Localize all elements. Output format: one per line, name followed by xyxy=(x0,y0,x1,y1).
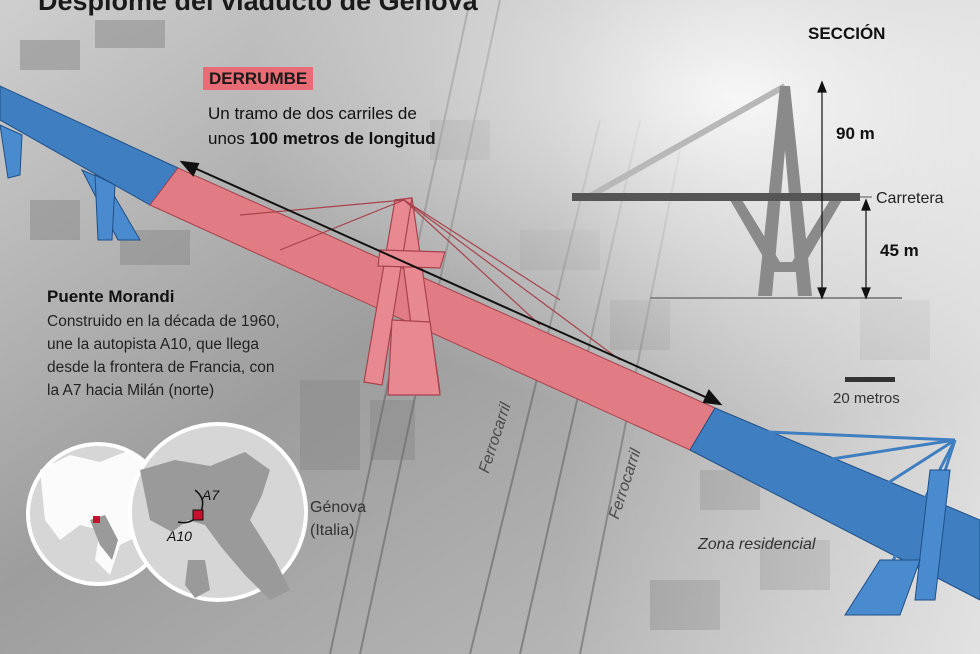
pier-left xyxy=(0,124,141,241)
road-deck xyxy=(572,193,860,201)
deck-right-intact xyxy=(689,407,980,601)
scale-label: 20 metros xyxy=(833,390,900,407)
bridge-desc-line: une la autopista A10, que llega xyxy=(47,336,260,353)
height-road-label: 45 m xyxy=(880,241,919,260)
collapse-line-1: Un tramo de dos carriles de xyxy=(208,104,417,123)
dimension-90 xyxy=(817,80,827,300)
bridge-name: Puente Morandi xyxy=(47,287,175,306)
cable-stay xyxy=(588,83,787,199)
bridge-desc-line: la A7 hacia Milán (norte) xyxy=(47,382,215,399)
city-name: Génova xyxy=(310,499,367,516)
road-label: Carretera xyxy=(876,190,944,207)
city-label: Génova (Italia) xyxy=(310,496,366,542)
page-title: Desplome del viaducto de Génova xyxy=(38,0,478,16)
scale-bar xyxy=(845,377,895,382)
height-total-label: 90 m xyxy=(836,124,875,143)
collapse-description: Un tramo de dos carriles de unos 100 met… xyxy=(208,101,436,151)
highway-a10-label: A10 xyxy=(167,528,192,544)
section-diagram xyxy=(572,80,902,382)
collapse-length: 100 metros de longitud xyxy=(249,129,436,148)
highway-a7-label: A7 xyxy=(202,487,220,503)
length-arrow xyxy=(179,160,723,406)
bridge-description: Construido en la década de 1960, une la … xyxy=(47,310,307,402)
bridge-desc-line: desde la frontera de Francia, con xyxy=(47,359,275,376)
collapse-badge: DERRUMBE xyxy=(203,67,314,90)
collapse-line-2: unos 100 metros de longitud xyxy=(208,126,436,151)
genoa-marker-small xyxy=(93,516,100,523)
tower-a-frame xyxy=(758,86,812,296)
residential-zone-label: Zona residencial xyxy=(698,536,816,553)
dimension-45 xyxy=(861,198,871,300)
genoa-marker xyxy=(192,509,204,521)
pier-right-legs xyxy=(844,469,951,616)
collapsed-tower xyxy=(239,197,621,396)
italy-locator-map xyxy=(128,422,308,602)
city-country: (Italia) xyxy=(310,522,355,539)
bridge-desc-line: Construido en la década de 1960, xyxy=(47,313,280,330)
collapse-line-2-prefix: unos xyxy=(208,129,245,148)
tower-v-support xyxy=(730,200,842,272)
section-title: SECCIÓN xyxy=(808,24,886,43)
